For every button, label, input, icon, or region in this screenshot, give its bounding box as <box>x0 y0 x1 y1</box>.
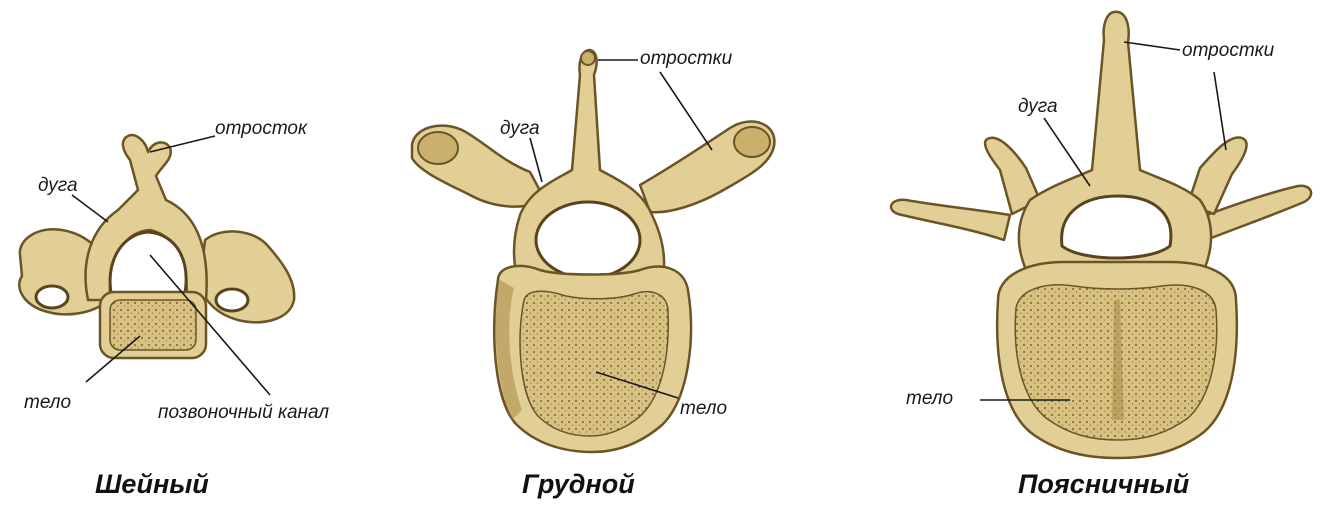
cervical-arch-leader <box>72 195 108 222</box>
lumbar-caption: Поясничный <box>1018 469 1190 499</box>
lumbar-body-label: тело <box>906 388 953 409</box>
lumbar-processes-leader-spine <box>1124 42 1180 50</box>
cervical-body-spongy-surface <box>110 300 196 350</box>
thoracic-vertebra: отростки дуга тело Грудной <box>412 48 774 499</box>
thoracic-processes-label: отростки <box>640 48 733 69</box>
lumbar-processes-leader-articular <box>1214 72 1226 150</box>
cervical-process-label: отросток <box>215 118 308 139</box>
lumbar-arch-label: дуга <box>1018 96 1058 117</box>
cervical-arch-label: дуга <box>38 175 78 196</box>
lumbar-vertebra: отростки дуга тело Поясничный <box>891 12 1311 499</box>
thoracic-body-label: тело <box>680 398 727 419</box>
thoracic-caption: Грудной <box>522 469 635 499</box>
cervical-left-transverse-foramen <box>36 286 68 308</box>
thoracic-spinous-tip <box>581 51 595 65</box>
thoracic-left-costal-facet <box>418 132 458 164</box>
cervical-right-transverse-foramen <box>216 289 248 311</box>
cervical-vertebra: отросток дуга тело позвоночный канал Шей… <box>19 118 329 499</box>
lumbar-vertebral-canal <box>1062 196 1171 258</box>
thoracic-processes-leader-transverse <box>660 72 712 150</box>
cervical-caption: Шейный <box>95 469 209 499</box>
cervical-canal-label: позвоночный канал <box>158 402 329 423</box>
cervical-body-label: тело <box>24 392 71 413</box>
thoracic-arch-label: дуга <box>500 118 540 139</box>
thoracic-right-costal-facet <box>734 127 770 157</box>
lumbar-arch-leader <box>1044 118 1090 186</box>
cervical-right-transverse-process <box>200 231 294 322</box>
lumbar-processes-label: отростки <box>1182 40 1275 61</box>
thoracic-vertebral-canal <box>536 202 640 278</box>
lumbar-left-transverse-process <box>891 200 1010 240</box>
